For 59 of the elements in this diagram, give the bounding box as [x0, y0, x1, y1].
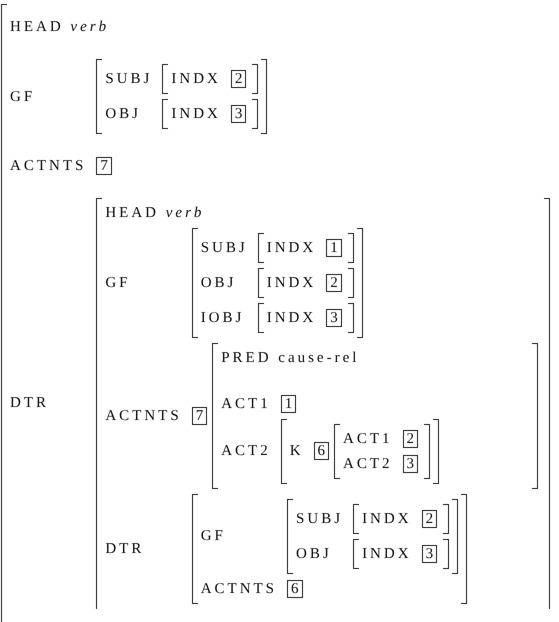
index-tag: 3 [326, 308, 342, 327]
feature-label: INDX [171, 70, 221, 90]
feature-label: OBJ [200, 274, 238, 293]
feature-label: INDX [266, 308, 316, 328]
feature-label: INDX [362, 544, 412, 564]
feature-label: DTR [10, 394, 50, 414]
index-tag: 7 [192, 406, 208, 425]
index-tag: 6 [314, 442, 330, 460]
attribute-value-matrix [96, 59, 268, 134]
feature-label: ACTNTS [200, 580, 278, 599]
feature-label: SUBJ [105, 70, 152, 90]
attribute-value-matrix [162, 99, 258, 130]
feature-label: DTR [105, 540, 146, 559]
feature-label: SUBJ [296, 510, 344, 529]
feature-label: HEAD verb [105, 204, 206, 223]
attribute-value-matrix [162, 64, 258, 94]
feature-label: GF [10, 88, 36, 107]
attribute-value-matrix [280, 418, 440, 484]
index-tag: 3 [422, 544, 438, 563]
feature-label: ACT1 [343, 430, 393, 449]
attribute-value-matrix [258, 268, 354, 298]
attribute-value-matrix [353, 538, 450, 569]
feature-label: ACT2 [343, 454, 393, 474]
feature-label: PRED cause-rel [221, 348, 360, 368]
index-tag: 2 [230, 70, 246, 88]
feature-label: K [290, 442, 304, 462]
index-tag: 1 [326, 238, 342, 257]
feature-label: OBJ [296, 544, 333, 564]
index-tag: 3 [402, 454, 418, 473]
feature-label: IOBJ [200, 308, 246, 328]
feature-label: ACT2 [221, 442, 271, 462]
feature-label: SUBJ [200, 238, 248, 258]
index-tag: 6 [287, 580, 303, 598]
feature-label: INDX [266, 238, 316, 258]
index-tag: 3 [230, 105, 246, 124]
feature-label: GF [105, 274, 132, 293]
attribute-value-matrix [334, 424, 430, 479]
attribute-value-matrix [192, 228, 363, 338]
index-tag: 1 [280, 394, 296, 413]
index-tag: 2 [402, 430, 418, 448]
index-tag: 2 [326, 274, 342, 292]
feature-label: INDX [266, 274, 316, 293]
feature-label: ACTNTS [105, 406, 182, 426]
attribute-value-matrix [192, 494, 468, 604]
feature-label: GF [200, 527, 227, 546]
feature-label: HEAD verb [10, 18, 110, 38]
feature-label: INDX [171, 105, 221, 124]
index-tag: 7 [96, 156, 112, 175]
feature-label: ACTNTS [10, 156, 86, 176]
attribute-value-matrix [353, 504, 450, 534]
feature-label: INDX [362, 510, 412, 529]
feature-label: OBJ [105, 105, 142, 124]
attribute-value-matrix [287, 498, 458, 574]
attribute-value-matrix [258, 302, 354, 333]
attribute-value-matrix [212, 342, 538, 489]
attribute-value-matrix [96, 198, 550, 609]
attribute-value-matrix [258, 232, 354, 263]
feature-label: ACT1 [221, 394, 271, 414]
index-tag: 2 [422, 510, 438, 528]
